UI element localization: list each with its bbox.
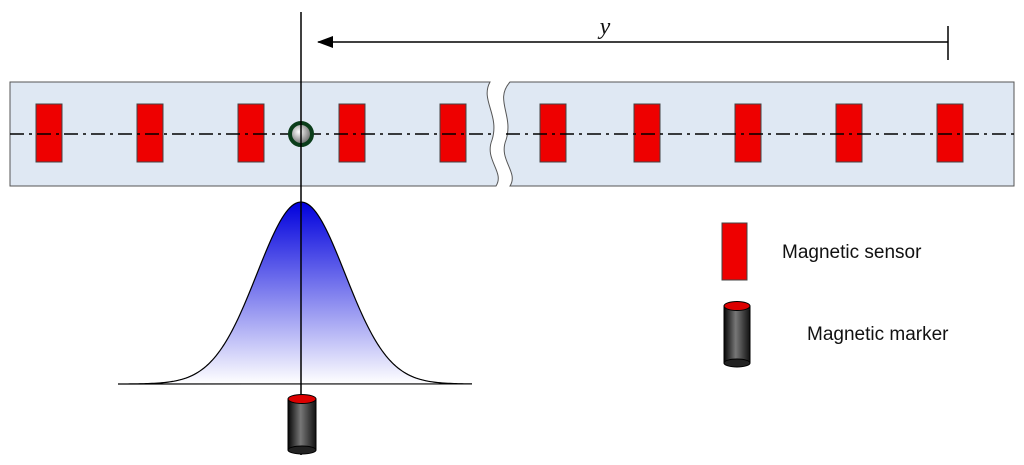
legend-marker-label: Magnetic marker xyxy=(807,324,949,345)
legend: Magnetic sensor Magnetic marker xyxy=(721,222,949,368)
magnetic-sensor xyxy=(35,103,63,163)
magnetic-sensor xyxy=(633,103,661,163)
magnetic-sensor xyxy=(237,103,265,163)
magnetic-sensor xyxy=(136,103,164,163)
magnetic-marker-icon xyxy=(287,394,317,455)
magnetic-sensor xyxy=(439,103,467,163)
magnetic-field-curve xyxy=(117,201,473,385)
legend-marker-icon xyxy=(723,301,751,368)
distance-label: y xyxy=(598,14,611,40)
magnetic-sensor xyxy=(539,103,567,163)
magnetic-sensor xyxy=(936,103,964,163)
sensor-array xyxy=(35,103,964,163)
magnetic-sensor xyxy=(835,103,863,163)
magnetic-sensor xyxy=(338,103,366,163)
legend-sensor-icon xyxy=(721,222,748,281)
legend-sensor-label: Magnetic sensor xyxy=(782,242,922,263)
magnetic-sensor xyxy=(734,103,762,163)
